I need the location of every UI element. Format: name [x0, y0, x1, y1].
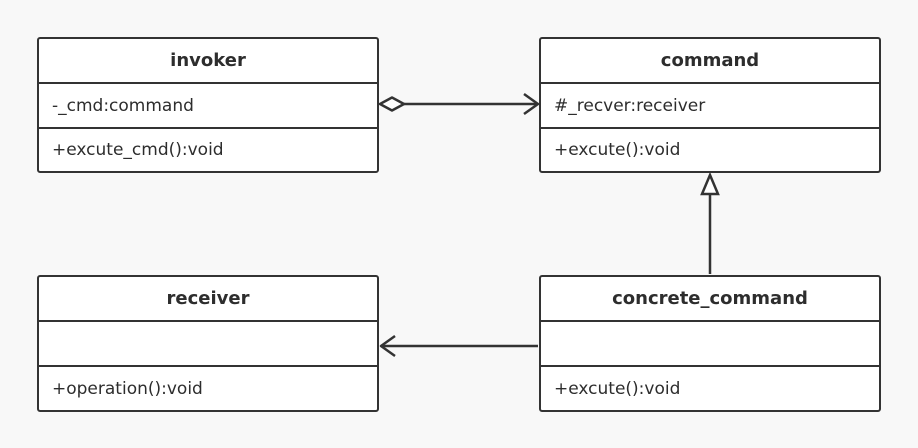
aggregation-invoker-command[interactable] [378, 92, 540, 116]
association-arrowhead [379, 334, 396, 358]
class-name: invoker [39, 39, 377, 84]
aggregation-arrowhead [523, 92, 540, 116]
association-concrete-receiver[interactable] [379, 334, 538, 358]
class-receiver[interactable]: receiver +operation():void [37, 275, 379, 412]
class-name: receiver [39, 277, 377, 322]
class-command[interactable]: command #_recver:receiver +excute():void [539, 37, 881, 173]
generalization-concrete-command[interactable] [700, 171, 720, 274]
class-concrete-command[interactable]: concrete_command +excute():void [539, 275, 881, 412]
class-operations: +excute():void [554, 140, 681, 160]
aggregation-diamond [378, 96, 406, 112]
class-operations: +excute_cmd():void [52, 140, 224, 160]
class-operations: +excute():void [554, 378, 681, 399]
class-attributes: -_cmd:command [39, 84, 377, 129]
class-attributes: #_recver:receiver [541, 84, 879, 129]
class-name: concrete_command [541, 277, 879, 322]
generalization-triangle [700, 171, 720, 196]
class-name: command [541, 39, 879, 84]
class-operations: +operation():void [52, 378, 203, 399]
class-invoker[interactable]: invoker -_cmd:command +excute_cmd():void [37, 37, 379, 173]
class-attributes [541, 322, 879, 367]
class-attributes [39, 322, 377, 367]
